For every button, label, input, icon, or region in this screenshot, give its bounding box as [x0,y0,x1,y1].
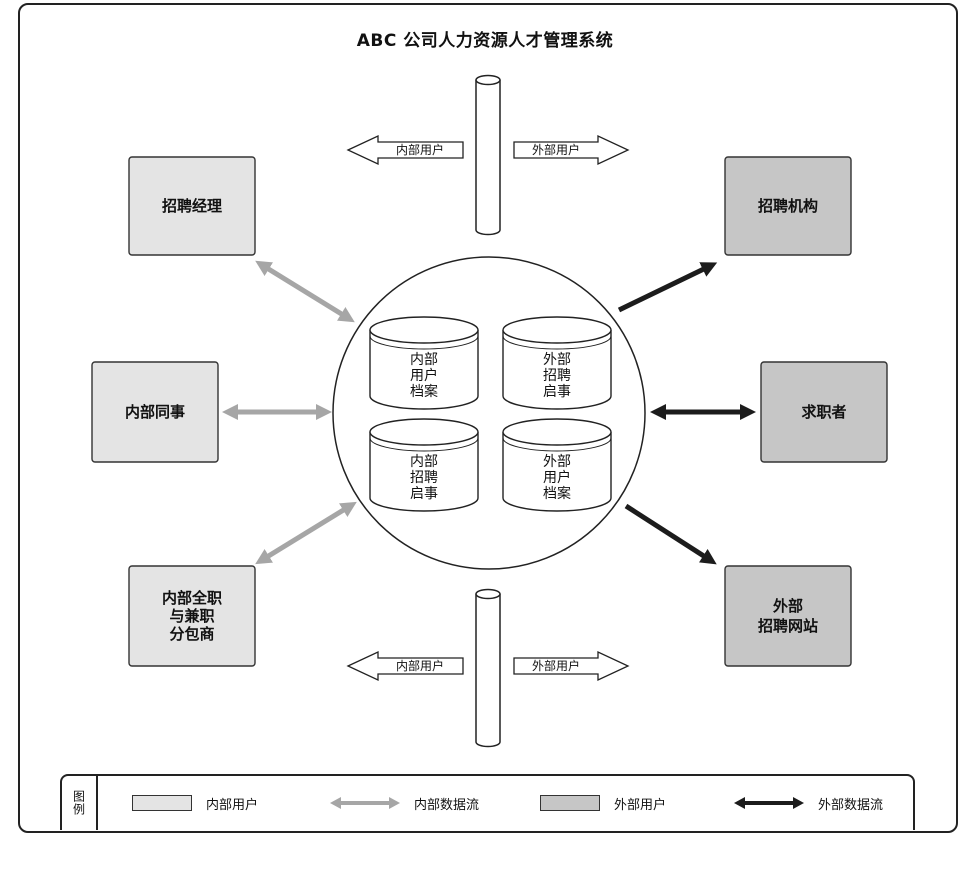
internal-node-contractors: 内部全职 与兼职 分包商 [129,566,255,666]
top-external-user-arrow: 外部用户 [514,136,628,164]
legend-title: 图例 [71,790,88,816]
legend-external-user: 外部用户 [540,776,666,830]
internal-flow-arrow [262,265,348,318]
top-external-user-label: 外部用户 [532,142,580,157]
node-label-line: 内部同事 [125,403,185,421]
central-system-circle [333,257,645,569]
bottom-pipe-cylinder [476,590,500,747]
external-flow-arrow [626,506,710,560]
internal-flow-arrow [262,506,350,560]
node-label-line: 与兼职 [169,607,214,625]
internal-node-colleagues: 内部同事 [92,362,218,462]
database-label-line: 招聘 [410,470,438,486]
node-label-line: 外部 [772,597,803,615]
legend-external-flow-label: 外部数据流 [818,794,883,813]
external-node-job-seekers: 求职者 [761,362,887,462]
external-node-agencies: 招聘机构 [725,157,851,255]
bottom-internal-user-arrow: 内部用户 [348,652,463,680]
legend-internal-flow-arrow-icon [330,795,400,811]
database-label-line: 档案 [543,485,571,502]
database-label-line: 启事 [410,486,438,502]
top-internal-user-arrow: 内部用户 [348,136,463,164]
node-label-line: 分包商 [169,625,214,643]
legend-internal-flow-label: 内部数据流 [414,794,479,813]
node-label-line: 内部全职 [162,589,222,607]
bottom-internal-user-label: 内部用户 [396,658,444,673]
legend-internal-user: 内部用户 [132,776,258,830]
node-label-line: 招聘机构 [758,197,818,215]
legend-title-cell: 图例 [62,776,98,830]
database-cylinder: 外部 用户 档案 [503,419,611,511]
database-label-line: 内部 [410,352,438,368]
bottom-external-user-arrow: 外部用户 [514,652,628,680]
bottom-external-user-label: 外部用户 [532,658,580,673]
node-label-line: 招聘经理 [162,197,222,215]
database-label-line: 用户 [543,469,571,486]
top-internal-user-label: 内部用户 [396,142,444,157]
external-flow-arrow [619,266,710,310]
legend-internal-user-label: 内部用户 [206,794,258,813]
database-cylinder: 内部 招聘 启事 [370,419,478,511]
database-cylinder: 内部 用户 档案 [370,317,478,409]
database-label-line: 外部 [543,352,571,368]
node-label-line: 招聘网站 [758,617,818,635]
internal-node-recruiting-manager: 招聘经理 [129,157,255,255]
node-label-line: 求职者 [801,403,846,421]
database-label-line: 招聘 [543,368,571,384]
legend-external-user-swatch [540,795,600,811]
external-node-job-sites: 外部 招聘网站 [725,566,851,666]
database-label-line: 内部 [410,454,438,470]
legend: 图例 内部用户 内部数据流 外部用户 外部数据流 [60,774,915,830]
top-pipe-cylinder [476,76,500,235]
database-label-line: 用户 [410,367,438,384]
database-label-line: 启事 [543,384,571,400]
database-label-line: 档案 [410,383,438,400]
database-cylinder: 外部 招聘 启事 [503,317,611,409]
legend-internal-flow: 内部数据流 [330,776,479,830]
legend-external-flow: 外部数据流 [734,776,883,830]
legend-external-user-label: 外部用户 [614,794,666,813]
legend-external-flow-arrow-icon [734,795,804,811]
database-label-line: 外部 [543,454,571,470]
legend-internal-user-swatch [132,795,192,811]
